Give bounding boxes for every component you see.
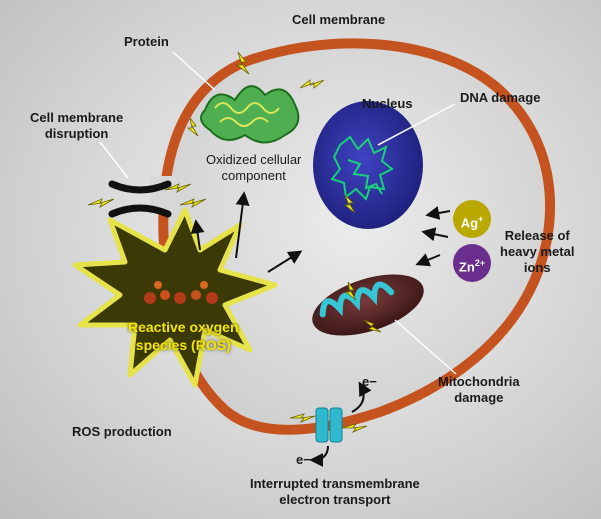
label-electron-bottom: e− bbox=[296, 452, 311, 467]
label-mitochondria-damage: Mitochondria damage bbox=[438, 374, 520, 406]
membrane-channel bbox=[309, 381, 372, 467]
label-oxidized-component: Oxidized cellular component bbox=[206, 152, 301, 184]
ros-burst bbox=[72, 207, 278, 388]
ion-zinc-element: Zn bbox=[458, 259, 475, 275]
ion-silver-element: Ag bbox=[460, 215, 479, 231]
protein-structure bbox=[200, 85, 300, 144]
membrane-disruption bbox=[108, 176, 176, 218]
ion-silver-charge: + bbox=[478, 214, 484, 224]
label-protein: Protein bbox=[124, 34, 169, 49]
label-oxidized-line-2: component bbox=[221, 168, 286, 183]
label-ros-core: Reactive oxygen species (ROS) bbox=[128, 318, 239, 354]
lightning-bolts bbox=[87, 51, 382, 433]
label-membrane-disruption-line-1: Cell membrane bbox=[30, 110, 124, 125]
ion-silver: Ag+ bbox=[453, 200, 491, 238]
label-membrane-disruption: Cell membrane disruption bbox=[30, 110, 123, 142]
label-electron-transport: Interrupted transmembrane electron trans… bbox=[250, 476, 420, 508]
label-transport-line-1: Interrupted transmembrane bbox=[250, 476, 420, 491]
label-nucleus: Nucleus bbox=[362, 96, 413, 111]
label-release-line-1: Release of bbox=[504, 228, 570, 243]
label-release-ions: Release of heavy metal ions bbox=[500, 228, 574, 276]
label-ros-production: ROS production bbox=[72, 424, 172, 439]
arrows bbox=[190, 191, 451, 273]
ion-zinc-charge: 2+ bbox=[474, 258, 486, 268]
label-mitochondria-line-2: damage bbox=[454, 390, 504, 405]
label-oxidized-line-1: Oxidized cellular bbox=[206, 152, 302, 167]
label-dna-damage: DNA damage bbox=[460, 90, 541, 105]
label-release-line-3: ions bbox=[523, 260, 551, 275]
label-cell-membrane: Cell membrane bbox=[292, 12, 386, 27]
ion-zinc: Zn2+ bbox=[453, 244, 491, 282]
leader-lines bbox=[99, 51, 457, 375]
label-release-line-2: heavy metal bbox=[500, 244, 575, 259]
label-ros-line-1: Reactive oxygen bbox=[128, 319, 239, 335]
label-mitochondria-line-1: Mitochondria bbox=[438, 374, 520, 389]
label-electron-top: e− bbox=[362, 374, 377, 389]
label-membrane-disruption-line-2: disruption bbox=[44, 126, 109, 141]
nucleus bbox=[313, 101, 423, 229]
label-transport-line-2: electron transport bbox=[279, 492, 391, 507]
label-ros-line-2: species (ROS) bbox=[135, 337, 231, 353]
